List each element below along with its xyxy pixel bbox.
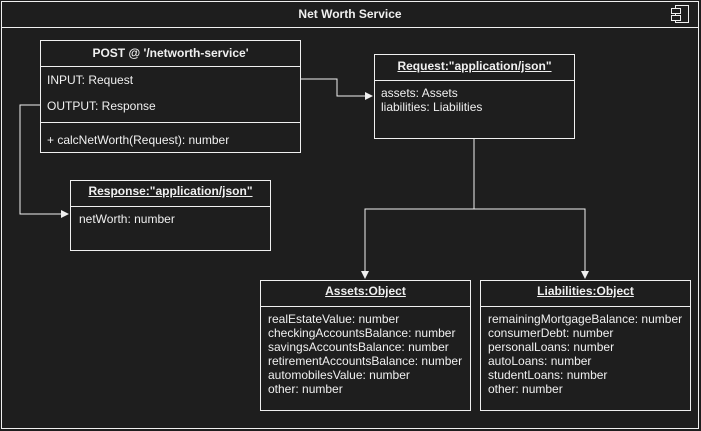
assets-field: savingsAccountsBalance: number (268, 340, 449, 354)
assets-field: checkingAccountsBalance: number (268, 326, 456, 340)
request-box: Request:"application/json" assets: Asset… (374, 54, 575, 139)
assets-field: realEstateValue: number (268, 312, 400, 326)
response-field: netWorth: number (79, 212, 175, 226)
assets-fields: realEstateValue: number checkingAccounts… (261, 307, 470, 396)
assets-title: Assets:Object (261, 281, 470, 307)
assets-field: retirementAccountsBalance: number (268, 354, 463, 368)
liabilities-field: remainingMortgageBalance: number (488, 312, 683, 326)
post-endpoint-title: POST @ '/networth-service' (41, 41, 300, 67)
request-field: liabilities: Liabilities (381, 100, 483, 114)
liabilities-field: autoLoans: number (488, 354, 592, 368)
component-icon (671, 5, 689, 23)
post-output: OUTPUT: Response (47, 99, 156, 113)
liabilities-field: other: number (488, 382, 563, 396)
liabilities-field: consumerDebt: number (488, 326, 614, 340)
request-field: assets: Assets (381, 86, 458, 100)
request-fields: assets: Assets liabilities: Liabilities (375, 81, 574, 114)
assets-box: Assets:Object realEstateValue: number ch… (260, 280, 471, 411)
liabilities-fields: remainingMortgageBalance: number consume… (481, 307, 690, 396)
post-endpoint-box: POST @ '/networth-service' INPUT: Reques… (40, 40, 301, 153)
service-title: Net Worth Service (2, 2, 698, 28)
liabilities-field: studentLoans: number (488, 368, 608, 382)
post-divider (41, 122, 300, 123)
request-title: Request:"application/json" (375, 55, 574, 81)
assets-field: automobilesValue: number (268, 368, 410, 382)
response-box: Response:"application/json" netWorth: nu… (70, 180, 271, 251)
response-fields: netWorth: number (71, 207, 270, 226)
liabilities-title: Liabilities:Object (481, 281, 690, 307)
liabilities-field: personalLoans: number (488, 340, 615, 354)
response-title: Response:"application/json" (71, 181, 270, 207)
post-method: + calcNetWorth(Request): number (47, 133, 230, 147)
assets-field: other: number (268, 382, 343, 396)
liabilities-box: Liabilities:Object remainingMortgageBala… (480, 280, 691, 411)
post-input: INPUT: Request (47, 73, 134, 87)
